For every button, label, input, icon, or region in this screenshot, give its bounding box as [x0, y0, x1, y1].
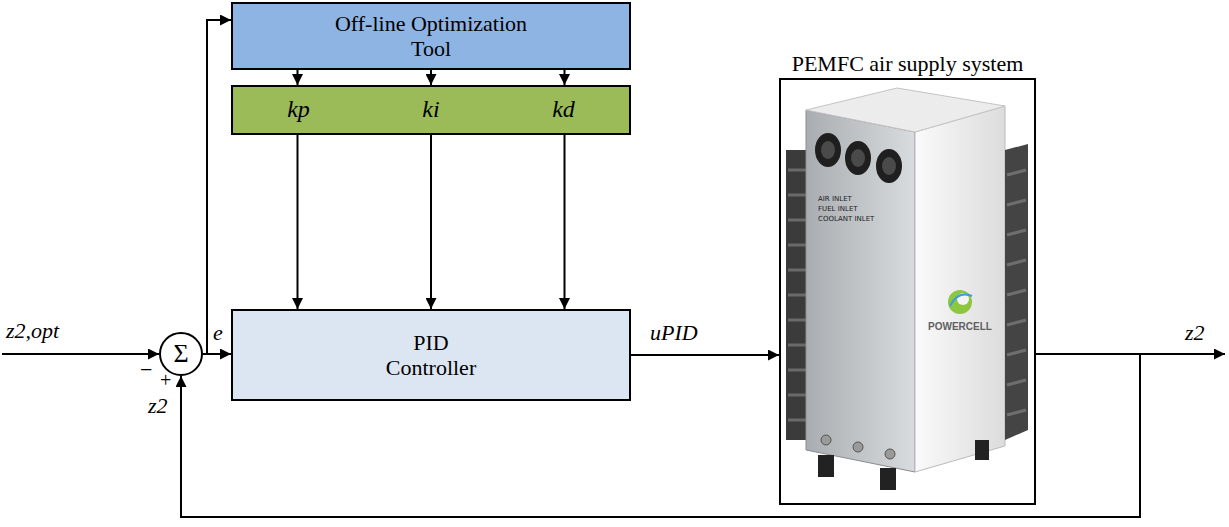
screw — [853, 442, 863, 452]
fuel-port — [851, 149, 865, 167]
node-text: Off-line Optimization Tool — [321, 11, 541, 62]
logo — [950, 294, 972, 306]
fin-slats — [788, 170, 806, 420]
housing-side — [915, 106, 1005, 472]
sign-label: + — [160, 370, 171, 390]
signal-label: z2 — [148, 395, 168, 417]
connector-layer — [181, 20, 1140, 517]
signal-label: z2,opt — [6, 320, 59, 342]
end-plate — [806, 110, 915, 472]
foot — [880, 468, 896, 490]
sign-label: − — [140, 359, 152, 381]
coolant-port — [882, 157, 896, 175]
logo — [948, 290, 972, 314]
node-text: Σ — [173, 339, 188, 369]
signal-connector — [564, 135, 566, 309]
screw — [885, 449, 895, 459]
signal-connector — [297, 70, 299, 85]
signal-connector — [430, 135, 432, 309]
brand-logo-text: POWERCELL — [920, 322, 1000, 332]
foot — [818, 455, 834, 477]
node-text: kd — [552, 96, 575, 124]
device-frame — [779, 78, 1036, 505]
air-port — [821, 141, 835, 159]
output-signal-line — [1140, 353, 1225, 355]
signal-connector — [430, 70, 432, 85]
input-signal-line — [2, 353, 159, 355]
gain-cell: kd — [498, 85, 631, 135]
screw — [821, 435, 831, 445]
air-port — [815, 133, 841, 167]
inlet-marking: FUEL INLET — [818, 206, 858, 213]
node-text: PID Controller — [366, 330, 496, 381]
gain-cell: ki — [364, 85, 498, 135]
signal-connector — [564, 70, 566, 85]
signal-connector — [203, 353, 231, 355]
node-text: kp — [287, 96, 310, 124]
node-text: ki — [422, 96, 439, 124]
inlet-marking: COOLANT INLET — [818, 216, 874, 223]
optimization-box: Off-line Optimization Tool — [231, 2, 631, 70]
signal-label: uPID — [648, 322, 700, 344]
foot — [975, 440, 989, 460]
inlet-marking: AIR INLET — [818, 196, 852, 203]
signal-connector — [203, 20, 231, 354]
signal-label: e — [211, 322, 225, 344]
gain-cell: kp — [231, 85, 364, 135]
fin-slats — [1007, 170, 1026, 415]
signal-connector — [297, 135, 299, 309]
housing-top — [806, 88, 1005, 132]
signal-label: z2 — [1185, 322, 1205, 344]
coolant-port — [876, 149, 902, 183]
node-text: PEMFC air supply system — [779, 50, 1036, 78]
cooling-fins — [786, 150, 808, 440]
cooling-fins — [1005, 144, 1028, 440]
plant-box: PEMFC air supply system — [779, 50, 1036, 505]
controller-box: PID Controller — [231, 309, 631, 401]
signal-connector — [631, 354, 779, 356]
fuel-port — [845, 141, 871, 175]
fuel-cell-photo — [786, 88, 1028, 490]
